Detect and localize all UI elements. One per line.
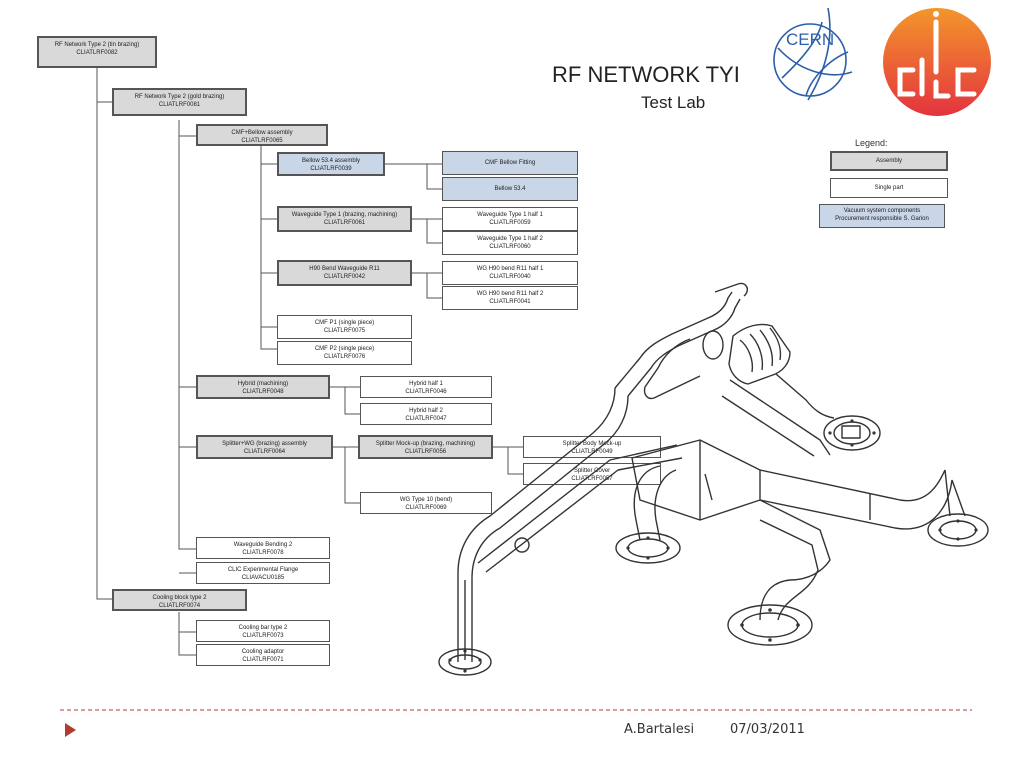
tree-node-wg-type-10: WG Type 10 (bend)CLIATLRF0069 (360, 492, 492, 514)
legend-title: Legend: (855, 138, 888, 148)
tree-node-bellow-53-4: Bellow 53.4 (442, 177, 578, 201)
tree-node-cmf-bellow-fitting: CMF Bellow Fitting (442, 151, 578, 175)
tree-node-hybrid: Hybrid (machining)CLIATLRF0048 (196, 375, 330, 399)
footer-divider (60, 709, 972, 711)
tree-node-rf-network-type-2-gold: RF Network Type 2 (gold brazing)CLIATLRF… (112, 88, 247, 116)
slide-subtitle: Test Lab (641, 93, 706, 112)
tree-node-cmf-p1: CMF P1 (single piece)CLIATLRF0075 (277, 315, 412, 339)
footer-triangle-icon (65, 723, 76, 737)
tree-node-waveguide-type-1: Waveguide Type 1 (brazing, machining)CLI… (277, 206, 412, 232)
cern-logo-text: CERN (786, 30, 835, 49)
legend-assembly: Assembly (830, 151, 948, 171)
clic-logo (878, 2, 996, 120)
footer-date: 07/03/2011 (730, 722, 805, 737)
slide-title: RF NETWORK TYI (552, 62, 740, 87)
footer-author: A.Bartalesi (624, 722, 695, 737)
cern-logo: CERN (748, 0, 873, 120)
legend-single-part: Single part (830, 178, 948, 198)
tree-node-rf-network-type-2-tin: RF Network Type 2 (tin brazing)CLIATLRF0… (37, 36, 157, 68)
tree-node-splitter-mock-up: Splitter Mock-up (brazing, machining)CLI… (358, 435, 493, 459)
tree-node-cmf-p2: CMF P2 (single piece)CLIATLRF0076 (277, 341, 412, 365)
